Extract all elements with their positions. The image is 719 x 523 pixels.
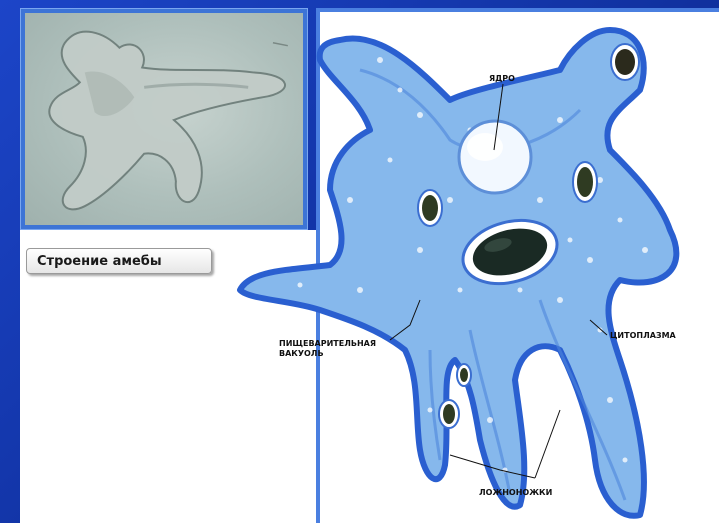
microscope-photo-frame <box>20 8 308 230</box>
caption-title: Строение амебы <box>26 248 212 274</box>
label-digestive-vacuole-line2: ВАКУОЛЬ <box>279 349 324 359</box>
amoeba-microscope-photo <box>25 13 303 225</box>
diagram-panel <box>316 8 719 523</box>
label-digestive-vacuole-line1: ПИЩЕВАРИТЕЛЬНАЯ <box>279 339 376 349</box>
label-nucleus: ЯДРО <box>489 74 515 84</box>
label-pseudopods: ЛОЖНОНОЖКИ <box>479 488 552 498</box>
label-cytoplasm: ЦИТОПЛАЗМА <box>610 331 676 341</box>
amoeba-photo-illustration <box>25 13 303 225</box>
